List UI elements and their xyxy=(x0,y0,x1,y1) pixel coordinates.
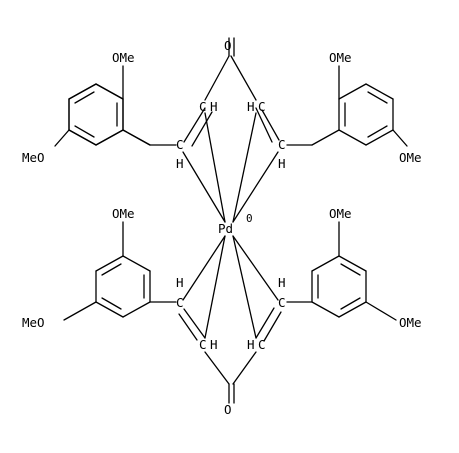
methoxy-label: MeO xyxy=(22,315,45,330)
carbonyl-oxygen-bottom: O xyxy=(224,402,232,417)
methine-h-label: H xyxy=(278,156,286,171)
carbon-label: C xyxy=(176,137,184,152)
methine-h-label: H xyxy=(278,275,286,290)
carbon-label: C xyxy=(258,99,266,114)
methoxy-label: MeO xyxy=(22,150,45,165)
methoxy-label: OMe xyxy=(399,315,422,330)
palladium-label: Pd xyxy=(218,221,233,236)
bond-lines xyxy=(54,37,408,404)
carbon-label: C xyxy=(278,295,286,310)
methine-h-label: H xyxy=(176,275,184,290)
methoxy-label: OMe xyxy=(399,150,422,165)
methine-h-label: H xyxy=(176,156,184,171)
methine-h-label: H xyxy=(210,99,218,114)
methoxy-label: OMe xyxy=(329,50,352,65)
methine-h-label: H xyxy=(247,337,255,352)
methine-h-label: H xyxy=(247,99,255,114)
carbon-label: C xyxy=(278,137,286,152)
carbonyl-oxygen-top: O xyxy=(224,38,232,53)
carbon-label: C xyxy=(176,295,184,310)
methoxy-label: OMe xyxy=(112,206,135,221)
carbon-label: C xyxy=(199,337,207,352)
oxidation-state-label: 0 xyxy=(246,212,253,225)
methoxy-label: OMe xyxy=(112,50,135,65)
methine-h-label: H xyxy=(210,337,218,352)
methoxy-label: OMe xyxy=(329,206,352,221)
atom-labels: O C H H C C H C H Pd 0 H C H C C H H C O… xyxy=(22,38,422,417)
carbon-label: C xyxy=(258,337,266,352)
carbon-label: C xyxy=(199,99,207,114)
